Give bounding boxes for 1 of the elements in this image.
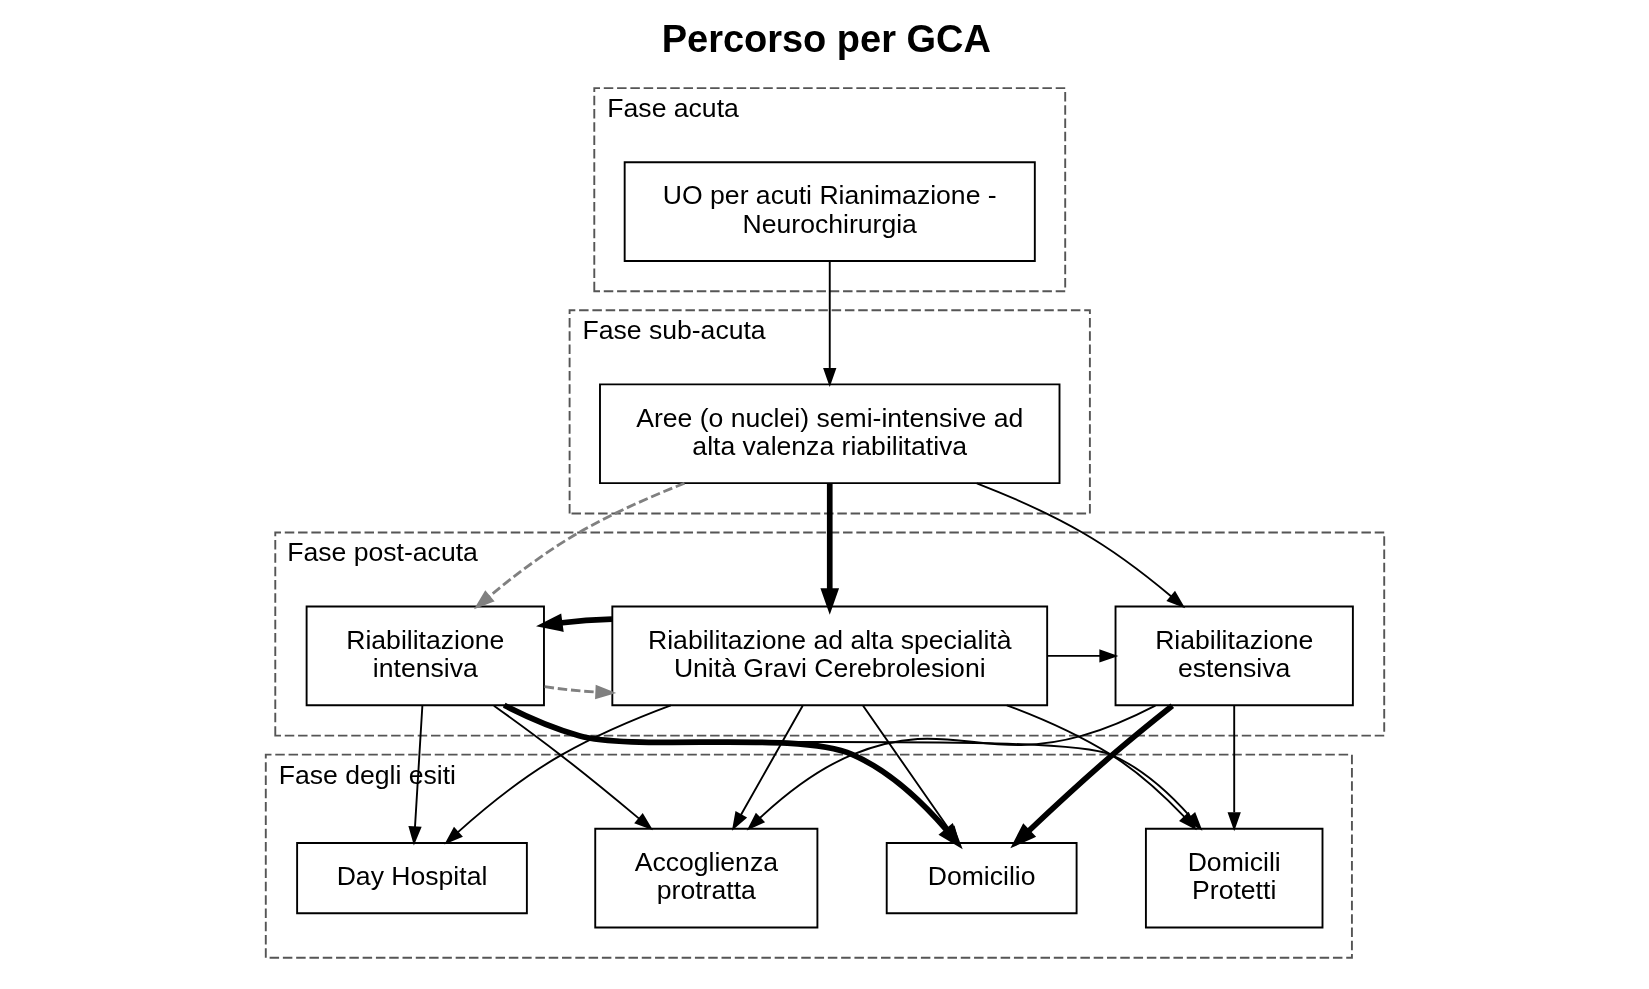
diagram-title: Percorso per GCA (661, 18, 991, 61)
